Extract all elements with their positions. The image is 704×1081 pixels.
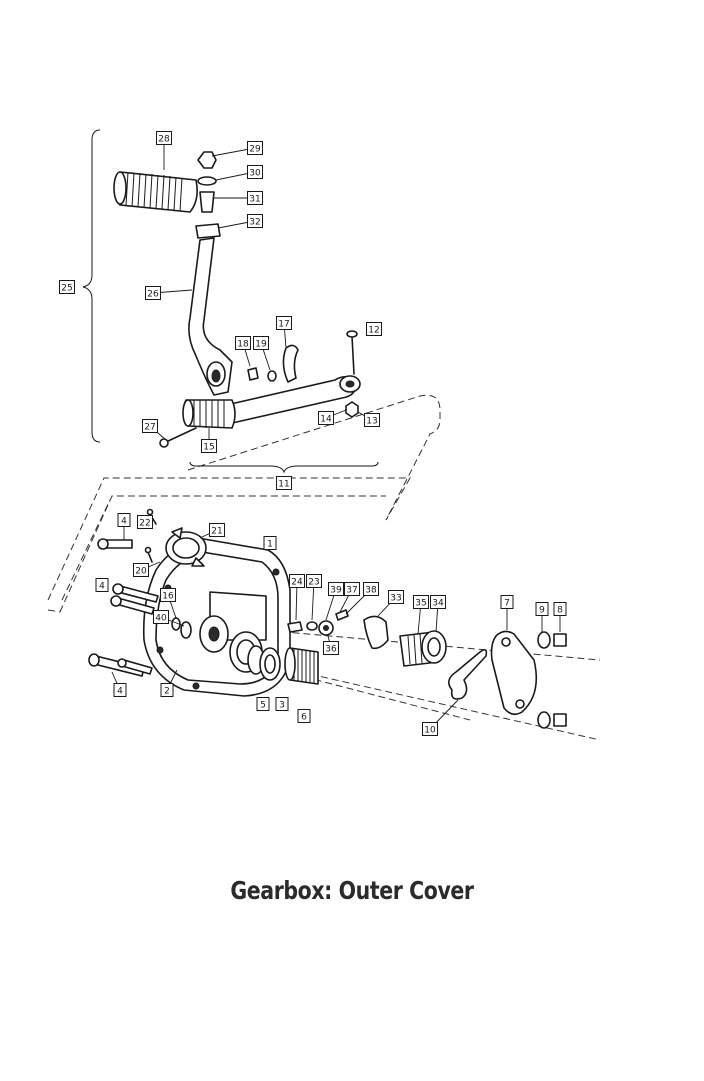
part-label-23: 23 bbox=[308, 577, 319, 587]
part-label-40: 40 bbox=[155, 613, 167, 623]
part-label-4: 4 bbox=[117, 686, 123, 696]
part-label-2: 2 bbox=[164, 686, 170, 696]
part-label-22: 22 bbox=[139, 518, 150, 528]
pedal-rubber bbox=[182, 399, 236, 429]
part-label-17: 17 bbox=[278, 319, 289, 329]
part-label-box bbox=[430, 595, 446, 609]
part-label-box bbox=[328, 582, 344, 596]
part-label-box bbox=[275, 697, 289, 711]
part-label-box bbox=[364, 413, 380, 427]
part-label-27: 27 bbox=[144, 422, 155, 432]
part-label-26: 26 bbox=[147, 289, 159, 299]
part-label-box bbox=[413, 595, 429, 609]
part-label-box bbox=[113, 683, 127, 697]
part-label-19: 19 bbox=[255, 339, 267, 349]
part-label-box bbox=[201, 439, 217, 453]
part-label-box bbox=[247, 141, 263, 155]
diagram-title: Gearbox: Outer Cover bbox=[230, 876, 474, 905]
part-label-20: 20 bbox=[135, 566, 147, 576]
part-label-box bbox=[256, 697, 270, 711]
part-label-36: 36 bbox=[325, 644, 337, 654]
part-label-30: 30 bbox=[249, 168, 261, 178]
part-label-1: 1 bbox=[267, 539, 273, 549]
part-label-box bbox=[95, 578, 109, 592]
part-label-11: 11 bbox=[278, 479, 289, 489]
part-label-12: 12 bbox=[368, 325, 379, 335]
part-label-box bbox=[344, 582, 360, 596]
part-label-3: 3 bbox=[279, 700, 285, 710]
part-label-box bbox=[153, 610, 169, 624]
cover-plate bbox=[490, 630, 538, 716]
part-label-box bbox=[306, 574, 322, 588]
part-label-6: 6 bbox=[301, 712, 307, 722]
part-label-29: 29 bbox=[249, 144, 261, 154]
part-label-box bbox=[297, 709, 311, 723]
spring-6 bbox=[284, 647, 319, 685]
part-label-box bbox=[156, 131, 172, 145]
part-label-10: 10 bbox=[424, 725, 436, 735]
part-label-box bbox=[247, 165, 263, 179]
part-label-14: 14 bbox=[320, 414, 332, 424]
part-label-box bbox=[323, 641, 339, 655]
part-label-38: 38 bbox=[365, 585, 377, 595]
part-label-box bbox=[209, 523, 225, 537]
kickstart-lever bbox=[188, 237, 233, 396]
inspection-cover bbox=[165, 527, 207, 567]
part-label-15: 15 bbox=[203, 442, 214, 452]
part-label-16: 16 bbox=[162, 591, 174, 601]
part-label-box bbox=[363, 582, 379, 596]
part-label-box bbox=[388, 590, 404, 604]
part-label-box bbox=[553, 602, 567, 616]
part-label-box bbox=[142, 419, 158, 433]
part-label-28: 28 bbox=[158, 134, 170, 144]
part-label-box bbox=[366, 322, 382, 336]
part-label-32: 32 bbox=[249, 217, 260, 227]
part-label-8: 8 bbox=[557, 605, 563, 615]
part-label-box bbox=[263, 536, 277, 550]
part-label-box bbox=[247, 191, 263, 205]
part-label-box bbox=[59, 280, 75, 294]
group-bracket-25 bbox=[82, 129, 101, 443]
part-label-13: 13 bbox=[366, 416, 377, 426]
part-label-box bbox=[276, 316, 292, 330]
gear-sleeve bbox=[399, 630, 447, 667]
part-label-18: 18 bbox=[237, 339, 249, 349]
part-label-box bbox=[137, 515, 153, 529]
part-label-35: 35 bbox=[415, 598, 426, 608]
part-label-33: 33 bbox=[390, 593, 401, 603]
part-label-box bbox=[235, 336, 251, 350]
part-label-31: 31 bbox=[249, 194, 260, 204]
part-label-box bbox=[289, 574, 305, 588]
kickstart-grip bbox=[113, 171, 198, 213]
part-label-24: 24 bbox=[291, 577, 303, 587]
part-label-21: 21 bbox=[211, 526, 222, 536]
part-label-box bbox=[535, 602, 549, 616]
kickstart-crossbar bbox=[221, 376, 357, 425]
part-label-39: 39 bbox=[330, 585, 342, 595]
part-label-box bbox=[253, 336, 269, 350]
part-label-box bbox=[276, 476, 292, 490]
part-label-4: 4 bbox=[99, 581, 105, 591]
part-label-box bbox=[422, 722, 438, 736]
part-label-box bbox=[160, 683, 174, 697]
part-label-4: 4 bbox=[121, 516, 127, 526]
part-label-box bbox=[145, 286, 161, 300]
part-label-box bbox=[133, 563, 149, 577]
part-label-box bbox=[247, 214, 263, 228]
part-label-34: 34 bbox=[432, 598, 444, 608]
part-label-box bbox=[500, 595, 514, 609]
part-label-box bbox=[117, 513, 131, 527]
part-label-box bbox=[318, 411, 334, 425]
part-label-5: 5 bbox=[260, 700, 266, 710]
part-label-37: 37 bbox=[346, 585, 357, 595]
part-label-9: 9 bbox=[539, 605, 545, 615]
part-label-box bbox=[160, 588, 176, 602]
part-label-7: 7 bbox=[504, 598, 510, 608]
part-label-25: 25 bbox=[61, 283, 72, 293]
